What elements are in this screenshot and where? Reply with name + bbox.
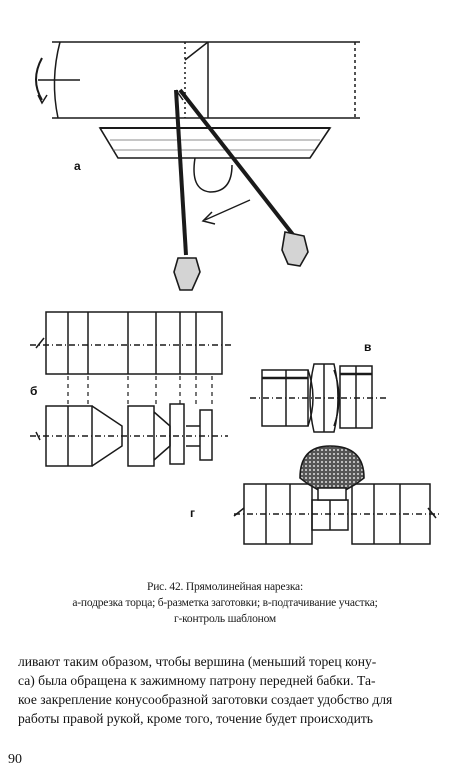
- figure-label-b: б: [30, 384, 38, 398]
- body-line: кое закрепление конусообразной заготовки…: [18, 692, 393, 707]
- figure-caption-line-2: г-контроль шаблоном: [173, 613, 276, 625]
- page-number: 90: [8, 752, 22, 767]
- body-line: работы правой рукой, кроме того, точение…: [18, 711, 373, 726]
- body-paragraph: ливают таким образом, чтобы вершина (мен…: [18, 652, 438, 728]
- figure-label-a: а: [74, 159, 81, 173]
- figure-label-v: в: [364, 340, 372, 354]
- figure-caption-line-1: а-подрезка торца; б-разметка заготовки; …: [72, 597, 378, 609]
- figure-drawing: [30, 41, 440, 545]
- figure-label-g: г: [190, 506, 195, 520]
- figure-caption-title: Рис. 42. Прямолинейная нарезка:: [147, 581, 303, 593]
- figure-42: а б в г: [30, 41, 440, 545]
- figure-b-drawing: [30, 311, 232, 467]
- figure-g-drawing: [233, 445, 440, 545]
- figure-a-drawing: [35, 41, 360, 291]
- body-line: са) была обращена к зажимному патрону пе…: [18, 673, 376, 688]
- body-line: ливают таким образом, чтобы вершина (мен…: [18, 654, 377, 669]
- figure-v-drawing: [250, 363, 386, 433]
